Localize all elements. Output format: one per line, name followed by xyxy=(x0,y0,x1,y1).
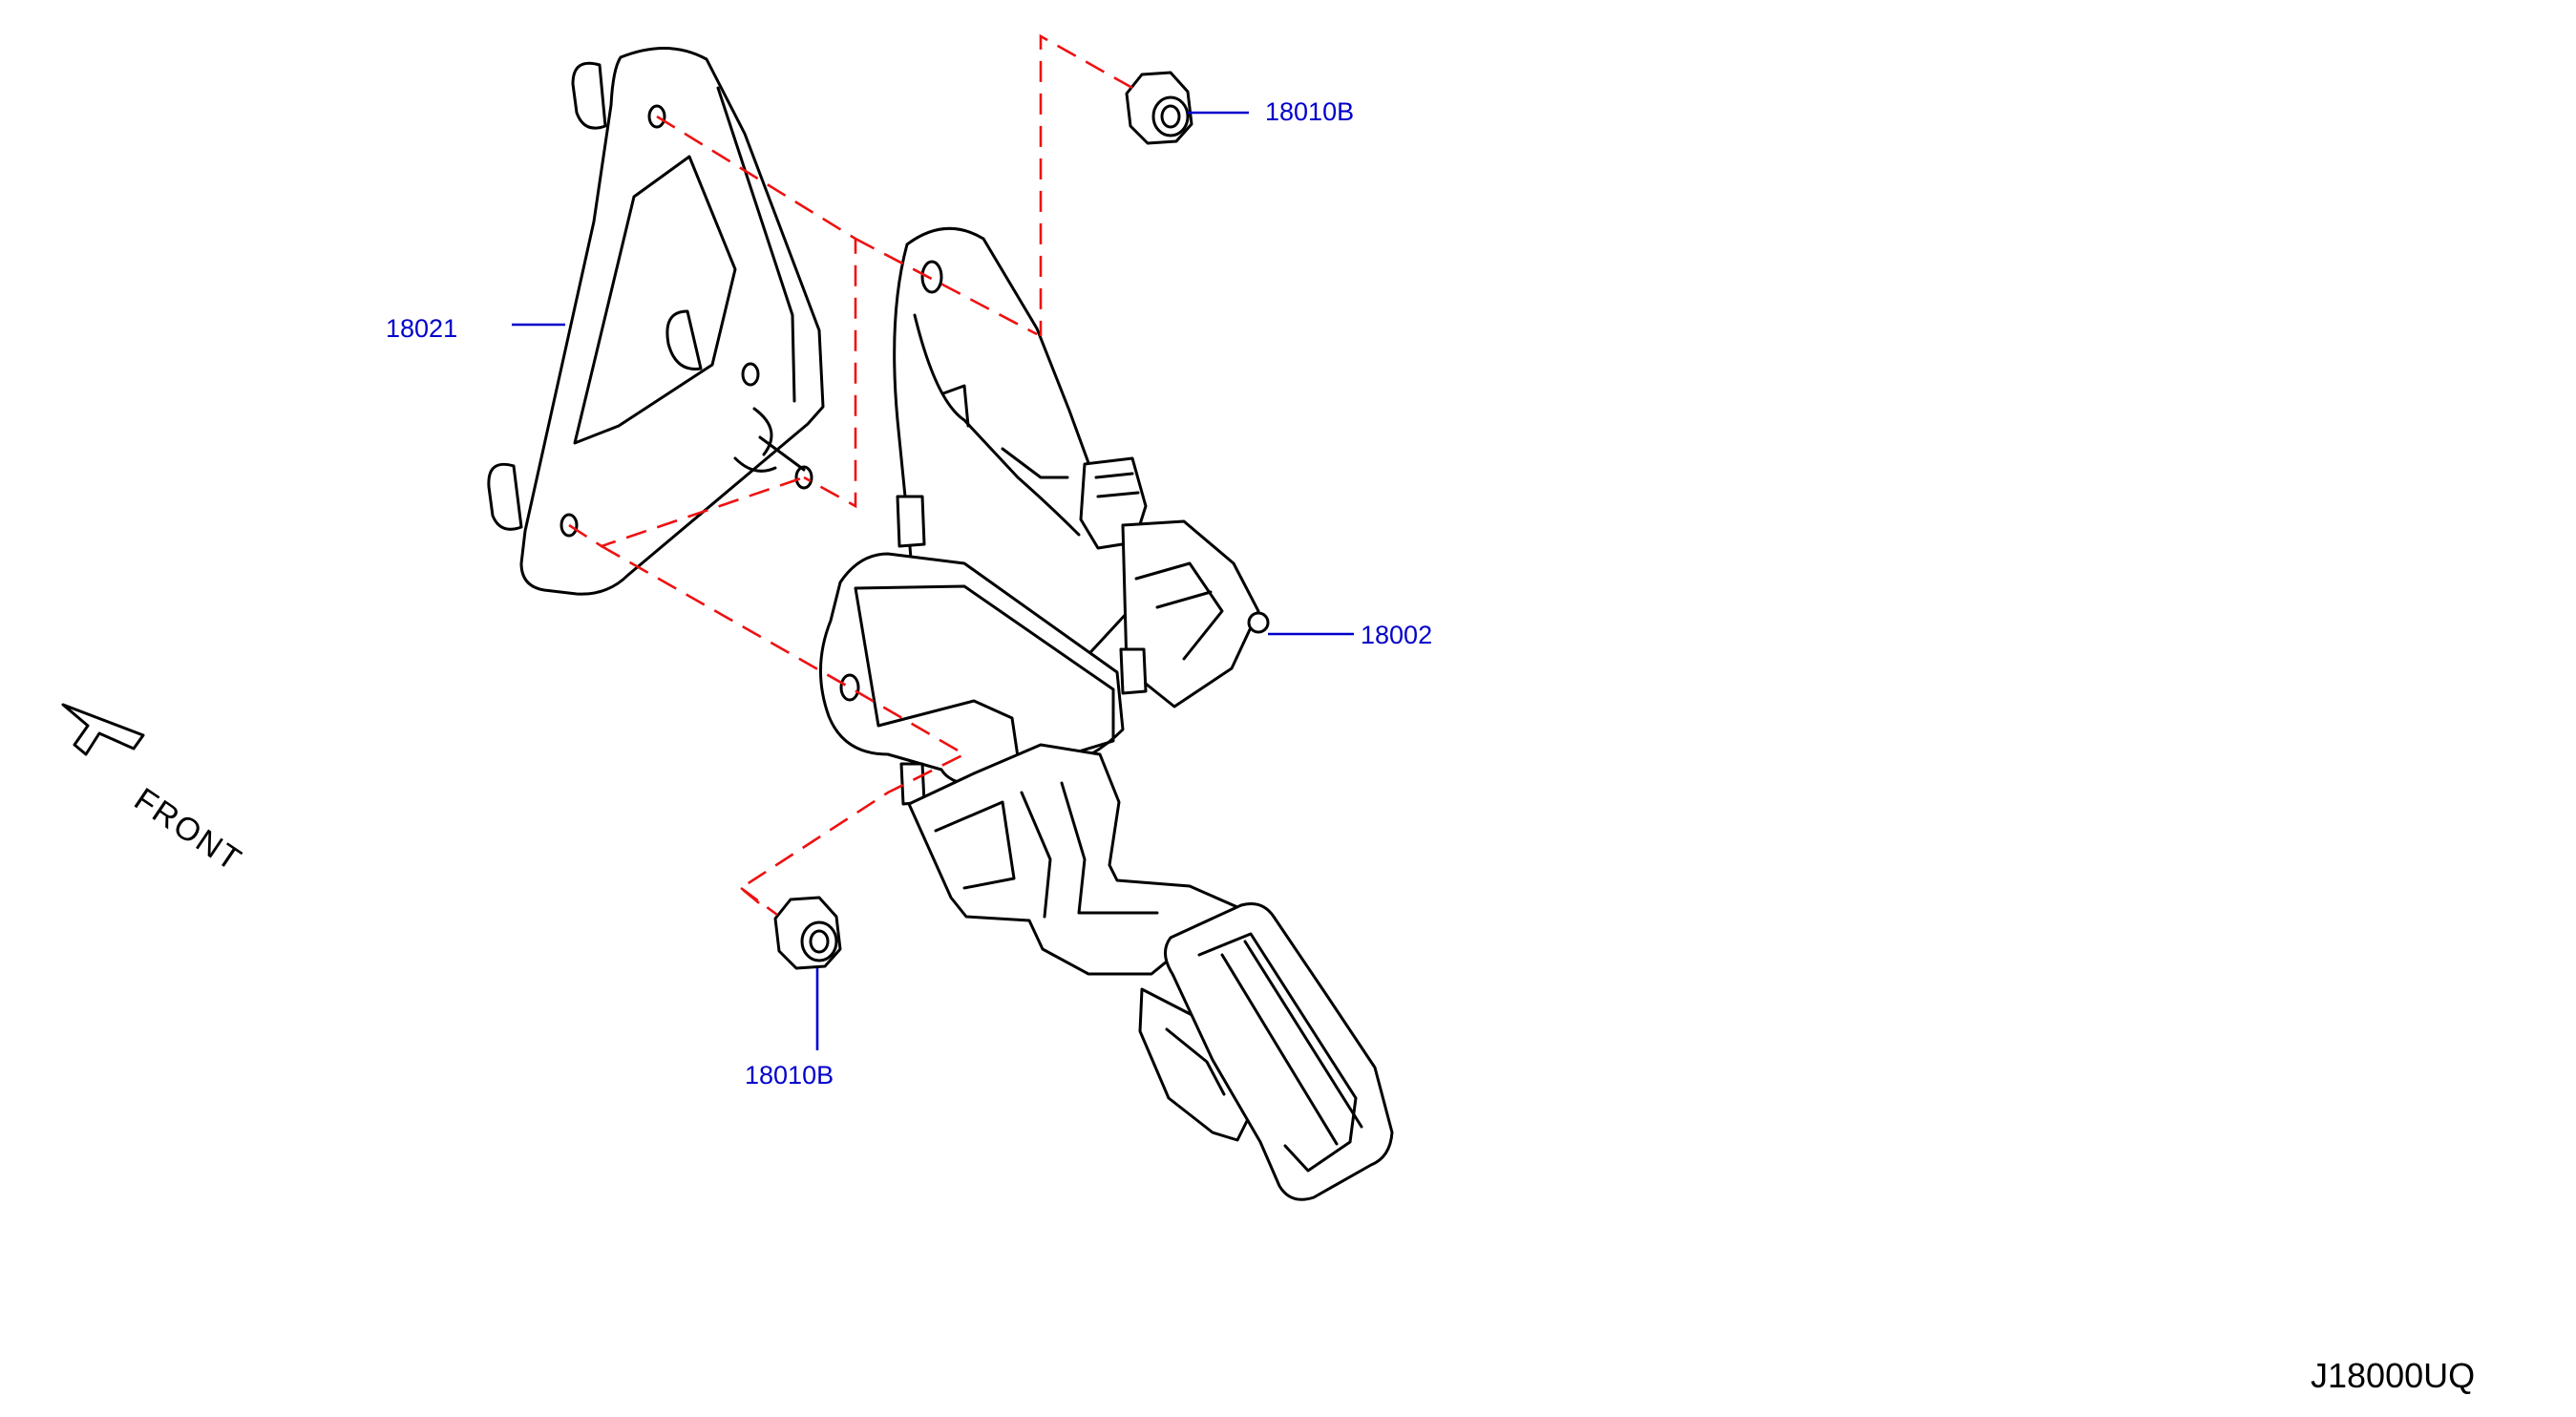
mounting-dashed-lines xyxy=(568,33,1133,917)
callout-18021: 18021 xyxy=(386,314,458,343)
nut-18010b-bottom xyxy=(773,896,842,970)
callout-18010b-bottom: 18010B xyxy=(745,1061,834,1089)
diagram-id: J18000UQ xyxy=(2311,1356,2476,1395)
callout-18010b-top: 18010B xyxy=(1265,97,1355,126)
leader-lines xyxy=(512,111,1354,1050)
nut-18010b-top xyxy=(1125,71,1193,145)
callout-18002: 18002 xyxy=(1361,621,1433,649)
front-direction-arrow xyxy=(61,703,145,756)
bracket-18021 xyxy=(487,47,825,596)
pedal-assembly-18002 xyxy=(818,226,1394,1201)
